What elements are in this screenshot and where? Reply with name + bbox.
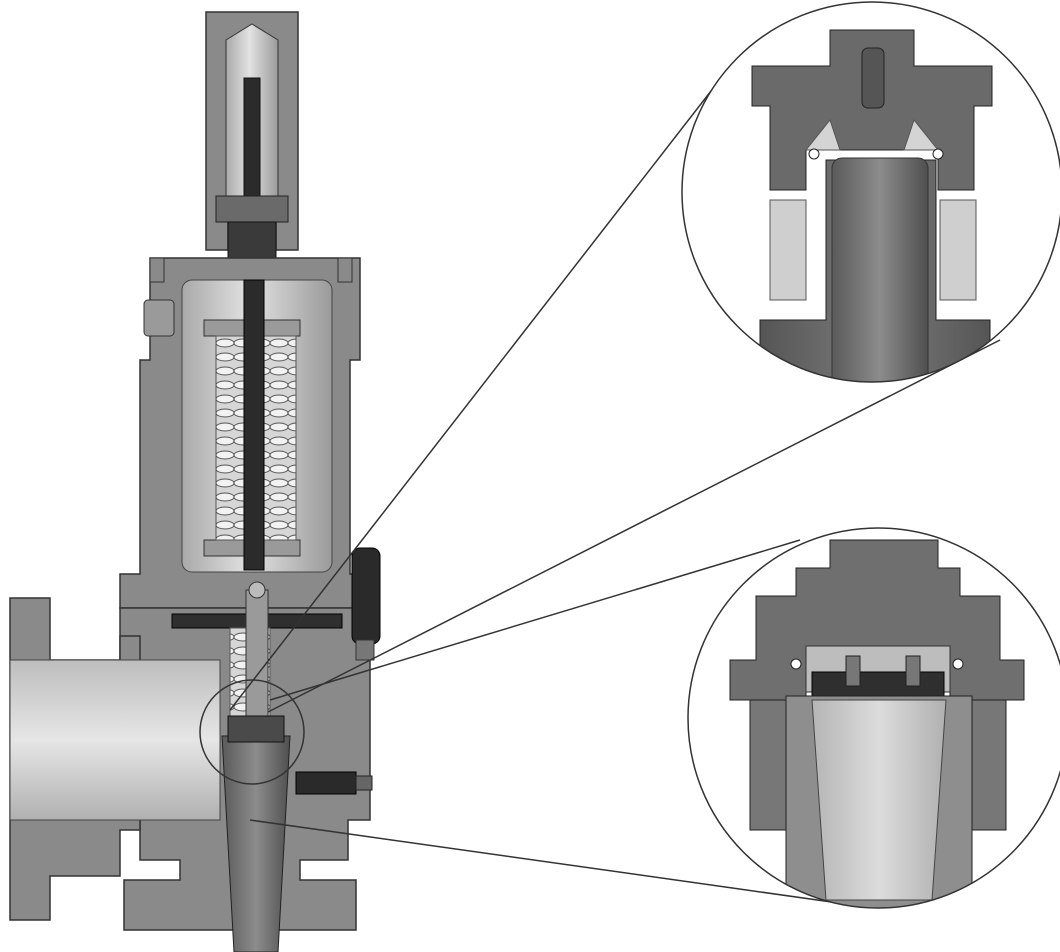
guide-stem: [245, 589, 269, 721]
lower-disc-dark: [811, 671, 945, 697]
upper-light-wedge-left: [804, 118, 841, 151]
lifting-lever: [351, 547, 381, 645]
detail-marker-circle: [199, 679, 305, 785]
outlet-pipe: [9, 659, 221, 821]
lower-oring-left: [790, 658, 802, 670]
lower-ring-left: [749, 699, 791, 831]
bonnet-lug-left: [149, 257, 165, 283]
ring-pin: [295, 771, 357, 795]
lock-nut: [215, 195, 289, 223]
lower-nozzle-bore: [811, 699, 947, 901]
leader-upper-2: [267, 339, 1001, 713]
upper-ring-left: [769, 199, 807, 301]
spindle: [243, 279, 265, 571]
lower-disc-bump-right: [905, 655, 921, 687]
upper-oring-right: [932, 148, 944, 160]
disc-holder: [227, 715, 285, 743]
bonnet-lug-right: [337, 257, 353, 283]
upper-ring-right: [939, 199, 977, 301]
leader-upper-1: [229, 81, 719, 711]
lower-oring-right: [952, 658, 964, 670]
leader-lower-1: [269, 539, 801, 701]
spindle-ball: [248, 581, 266, 599]
detail-lower-view: [687, 527, 1060, 909]
upper-light-wedge-right: [903, 118, 940, 151]
leader-lower-2: [249, 819, 861, 907]
detail-upper-circle: [681, 1, 1060, 383]
bonnet-port: [143, 299, 175, 337]
upper-oring-left: [808, 148, 820, 160]
lower-disc-bump-left: [845, 655, 861, 687]
spindle-top: [243, 77, 261, 209]
leader-lines: [229, 81, 1001, 907]
lever-hub: [355, 639, 375, 661]
main-section-view: [9, 11, 381, 952]
ring-pin-head: [355, 775, 373, 791]
detail-upper-view: [681, 1, 1060, 383]
upper-stem-tip: [861, 47, 885, 109]
detail-lower-circle: [687, 527, 1060, 909]
nozzle: [221, 735, 291, 952]
upper-nozzle-bore: [831, 157, 929, 382]
